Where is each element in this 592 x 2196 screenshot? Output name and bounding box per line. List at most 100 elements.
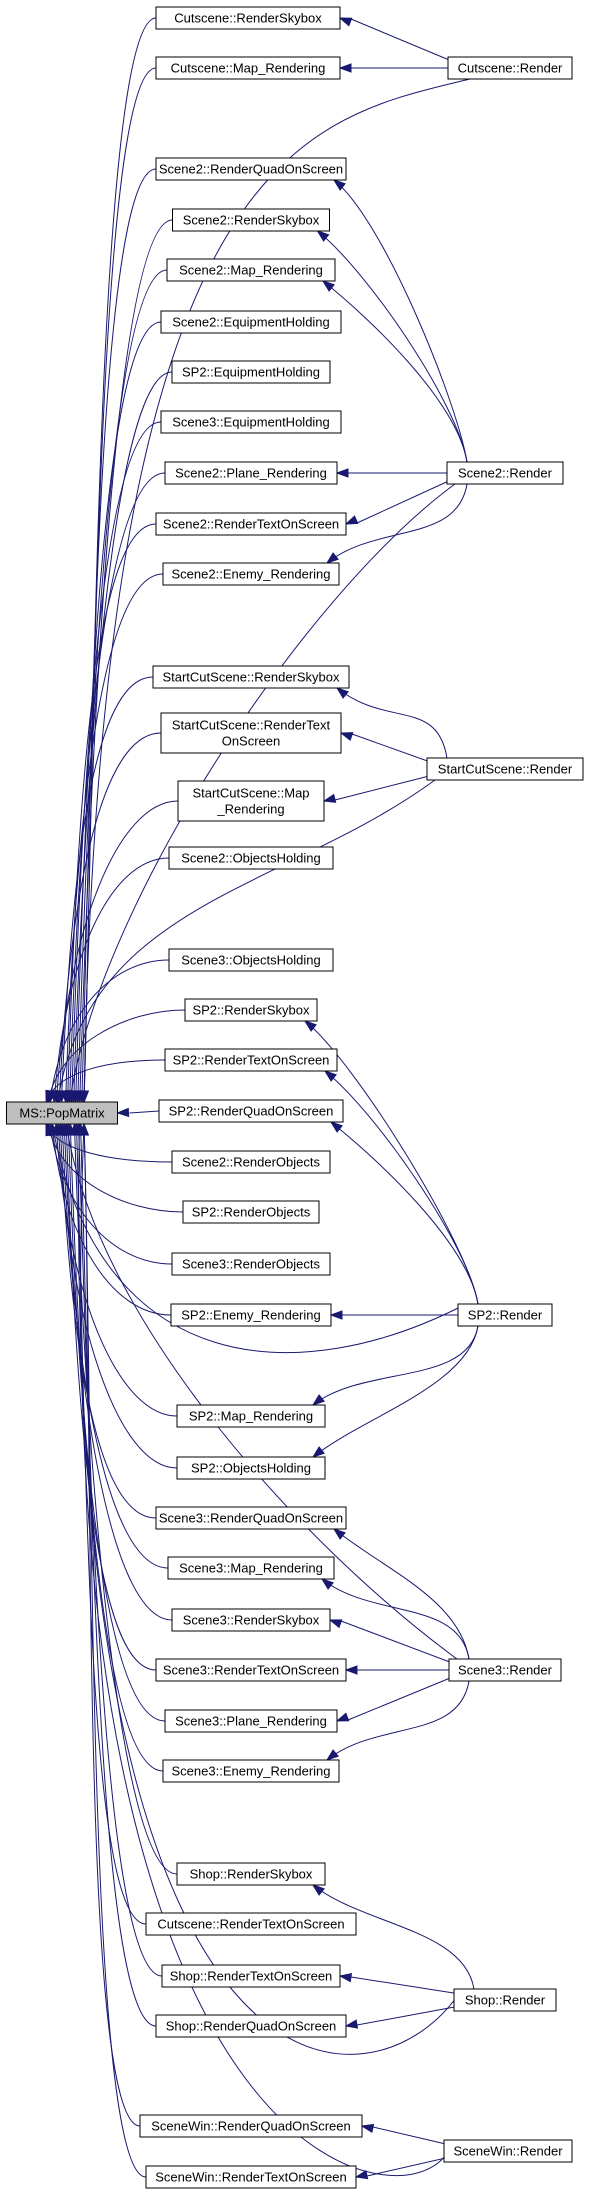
node-sp2-quad[interactable]: SP2::RenderQuadOnScreen xyxy=(158,1099,344,1123)
node-label: OnScreen xyxy=(222,734,281,749)
edge-s2_render-to-s2_skybox xyxy=(316,230,468,463)
node-s2-plane[interactable]: Scene2::Plane_Rendering xyxy=(164,461,338,485)
edge-sp2_render-to-sp2_text xyxy=(323,1070,479,1305)
node-s2-objhold[interactable]: Scene2::ObjectsHolding xyxy=(168,846,334,870)
node-label: Shop::RenderTextOnScreen xyxy=(170,1969,333,1984)
node-label: Scene3::Enemy_Rendering xyxy=(172,1764,331,1779)
edge-scs_render-to-scs_map xyxy=(322,774,434,803)
node-scs-map[interactable]: StartCutScene::Map_Rendering xyxy=(177,780,325,822)
edge-s3_render-to-s3_map xyxy=(320,1578,470,1660)
node-s3-skybox[interactable]: Scene3::RenderSkybox xyxy=(171,1608,331,1632)
edge-sp2_render-to-sp2_objhold xyxy=(311,1325,479,1458)
node-sw-render[interactable]: SceneWin::Render xyxy=(443,2139,573,2163)
node-label: Scene2::RenderSkybox xyxy=(183,213,320,228)
edge-sw_quad-to-root xyxy=(79,1122,141,2127)
node-sp2-render[interactable]: SP2::Render xyxy=(457,1303,553,1327)
node-s3-objhold[interactable]: Scene3::ObjectsHolding xyxy=(168,948,334,972)
node-box xyxy=(6,1101,118,1125)
node-sw-quad[interactable]: SceneWin::RenderQuadOnScreen xyxy=(139,2114,363,2138)
node-label: Cutscene::RenderSkybox xyxy=(174,11,322,26)
node-box xyxy=(145,2165,357,2189)
node-label: Cutscene::Render xyxy=(458,61,563,76)
node-box xyxy=(168,846,334,870)
node-s3-enemy[interactable]: Scene3::Enemy_Rendering xyxy=(162,1759,340,1783)
node-sp2-objhold[interactable]: SP2::ObjectsHolding xyxy=(176,1456,326,1480)
node-box xyxy=(168,948,334,972)
node-s2-map[interactable]: Scene2::Map_Rendering xyxy=(166,258,336,282)
edge-s3_objhold-to-root xyxy=(46,959,170,1104)
node-box xyxy=(158,1099,344,1123)
node-s3-map[interactable]: Scene3::Map_Rendering xyxy=(167,1556,335,1580)
edge-cs_render-to-cs_map xyxy=(338,63,448,73)
node-shop-quad[interactable]: Shop::RenderQuadOnScreen xyxy=(155,2014,347,2038)
node-label: SceneWin::Render xyxy=(453,2144,563,2159)
node-box xyxy=(155,56,341,80)
node-cs-skybox[interactable]: Cutscene::RenderSkybox xyxy=(155,6,341,30)
node-s3-equip[interactable]: Scene3::EquipmentHolding xyxy=(160,410,342,434)
node-box xyxy=(176,1404,326,1428)
node-s3-objects[interactable]: Scene3::RenderObjects xyxy=(171,1252,331,1276)
node-s2-objects[interactable]: Scene2::RenderObjects xyxy=(171,1150,331,1174)
node-box xyxy=(161,1964,341,1988)
node-label: SP2::RenderObjects xyxy=(192,1205,311,1220)
node-label: SP2::Render xyxy=(468,1308,543,1323)
node-s3-plane[interactable]: Scene3::Plane_Rendering xyxy=(164,1709,338,1733)
node-label: SP2::RenderTextOnScreen xyxy=(173,1053,330,1068)
node-sp2-objects[interactable]: SP2::RenderObjects xyxy=(182,1200,320,1224)
node-s2-enemy[interactable]: Scene2::Enemy_Rendering xyxy=(162,562,340,586)
node-s2-equip[interactable]: Scene2::EquipmentHolding xyxy=(160,310,342,334)
node-label: SP2::ObjectsHolding xyxy=(191,1461,311,1476)
node-label: StartCutScene::Map xyxy=(192,786,309,801)
node-sp2-enemy[interactable]: SP2::Enemy_Rendering xyxy=(170,1303,332,1327)
node-label: Scene3::EquipmentHolding xyxy=(172,415,330,430)
node-cs-text[interactable]: Cutscene::RenderTextOnScreen xyxy=(145,1912,357,1936)
node-scs-skybox[interactable]: StartCutScene::RenderSkybox xyxy=(152,665,350,689)
node-sp2-text[interactable]: SP2::RenderTextOnScreen xyxy=(164,1048,338,1072)
node-shop-skybox[interactable]: Shop::RenderSkybox xyxy=(176,1862,326,1886)
node-sp2-map[interactable]: SP2::Map_Rendering xyxy=(176,1404,326,1428)
edge-sp2_render-to-sp2_enemy xyxy=(329,1310,458,1320)
node-s3-text[interactable]: Scene3::RenderTextOnScreen xyxy=(155,1658,347,1682)
edge-scs_render-to-scs_text xyxy=(339,732,434,764)
edge-s2_render-to-s2_enemy xyxy=(325,483,468,564)
node-root[interactable]: MS::PopMatrix xyxy=(6,1101,118,1125)
edge-s2_render-to-s2_plane xyxy=(335,468,447,478)
node-label: Scene3::RenderQuadOnScreen xyxy=(159,1511,343,1526)
edge-s2_render-to-s2_map xyxy=(321,280,468,463)
node-label: SP2::RenderSkybox xyxy=(192,1003,310,1018)
node-box xyxy=(170,1303,332,1327)
node-shop-render[interactable]: Shop::Render xyxy=(453,1988,557,2012)
node-label: StartCutScene::RenderSkybox xyxy=(162,670,340,685)
edge-scs_render-to-scs_skybox xyxy=(335,687,448,759)
node-s3-quad[interactable]: Scene3::RenderQuadOnScreen xyxy=(155,1506,347,1530)
node-label: Scene2::Plane_Rendering xyxy=(175,466,327,481)
node-sw-text[interactable]: SceneWin::RenderTextOnScreen xyxy=(145,2165,357,2189)
edge-s2_render-to-s2_text xyxy=(344,478,454,525)
edge-sp2_quad-to-root xyxy=(116,1107,160,1118)
node-cs-render[interactable]: Cutscene::Render xyxy=(447,56,573,80)
node-s3-render[interactable]: Scene3::Render xyxy=(448,1658,562,1682)
node-box xyxy=(162,1759,340,1783)
node-cs-map[interactable]: Cutscene::Map_Rendering xyxy=(155,56,341,80)
node-label: Scene3::RenderTextOnScreen xyxy=(163,1663,339,1678)
node-sp2-equip[interactable]: SP2::EquipmentHolding xyxy=(171,360,331,384)
node-label: StartCutScene::Render xyxy=(438,762,573,777)
node-box xyxy=(171,1150,331,1174)
edge-s2_enemy-to-root xyxy=(61,573,164,1104)
node-shop-text[interactable]: Shop::RenderTextOnScreen xyxy=(161,1964,341,1988)
node-scs-render[interactable]: StartCutScene::Render xyxy=(426,757,584,781)
node-sp2-skybox[interactable]: SP2::RenderSkybox xyxy=(184,998,318,1022)
node-s2-quad[interactable]: Scene2::RenderQuadOnScreen xyxy=(155,157,347,181)
node-label: Scene2::ObjectsHolding xyxy=(181,851,320,866)
node-s2-render[interactable]: Scene2::Render xyxy=(446,461,564,485)
node-label: SceneWin::RenderQuadOnScreen xyxy=(151,2119,350,2134)
edge-s3_plane-to-root xyxy=(63,1122,166,1722)
node-label: Scene3::RenderSkybox xyxy=(183,1613,320,1628)
node-s2-text[interactable]: Scene2::RenderTextOnScreen xyxy=(155,512,347,536)
node-s2-skybox[interactable]: Scene2::RenderSkybox xyxy=(172,208,330,232)
node-box xyxy=(155,512,347,536)
node-box xyxy=(160,410,342,434)
node-box xyxy=(162,562,340,586)
node-box xyxy=(160,712,342,754)
node-scs-text[interactable]: StartCutScene::RenderTextOnScreen xyxy=(160,712,342,754)
